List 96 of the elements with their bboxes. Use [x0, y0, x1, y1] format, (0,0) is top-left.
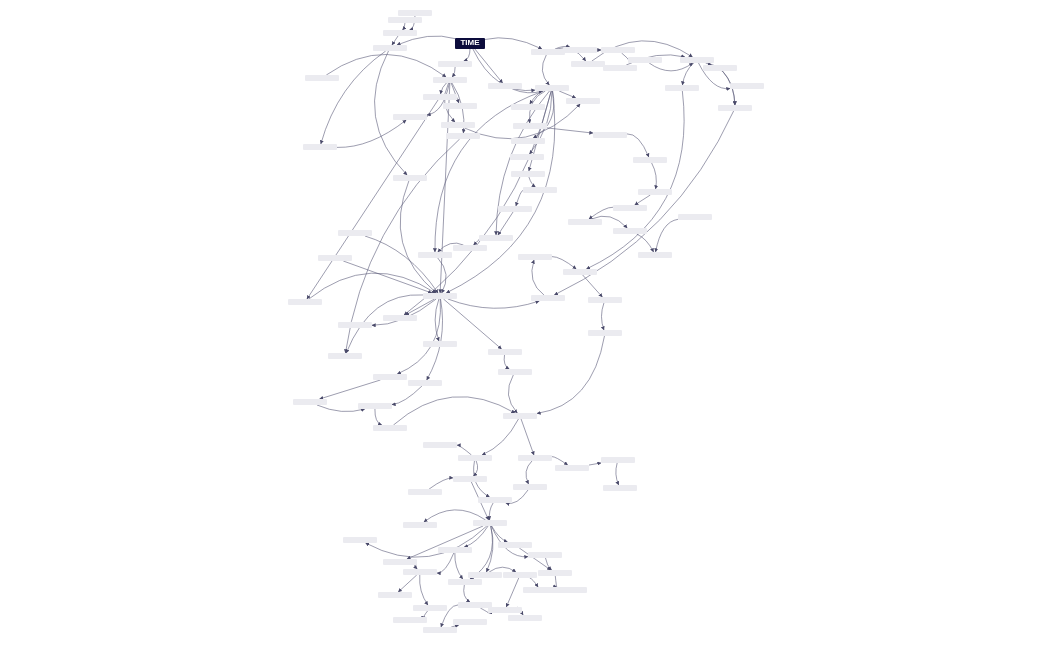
- empty-node-box: [518, 455, 552, 461]
- empty-node-box: [510, 154, 544, 160]
- empty-node-box: [383, 30, 417, 36]
- empty-node-box: [393, 114, 427, 120]
- empty-node-box: [423, 293, 457, 299]
- empty-node-box: [343, 537, 377, 543]
- connector-arrow: [596, 48, 602, 52]
- empty-node-box: [373, 45, 407, 51]
- connector-arrow: [413, 563, 418, 570]
- empty-node-box: [288, 299, 322, 305]
- empty-node-box: [408, 489, 442, 495]
- empty-node-box: [403, 569, 437, 575]
- empty-node-box: [318, 255, 352, 261]
- empty-node-box: [478, 497, 512, 503]
- empty-node-box: [528, 552, 562, 558]
- empty-node-box: [613, 228, 647, 234]
- empty-node-box: [338, 322, 372, 328]
- empty-node-box: [680, 57, 714, 63]
- empty-node-box: [523, 187, 557, 193]
- empty-node-box: [503, 413, 537, 419]
- empty-node-box: [588, 297, 622, 303]
- empty-node-box: [453, 476, 487, 482]
- empty-node-box: [408, 380, 442, 386]
- empty-node-box: [563, 269, 597, 275]
- empty-node-box: [373, 425, 407, 431]
- empty-node-box: [358, 403, 392, 409]
- empty-node-box: [730, 83, 764, 89]
- empty-node-box: [433, 77, 467, 83]
- empty-node-box: [388, 17, 422, 23]
- empty-node-box: [448, 579, 482, 585]
- empty-node-box: [446, 133, 480, 139]
- empty-node-box: [473, 520, 507, 526]
- empty-node-box: [423, 341, 457, 347]
- empty-node-box: [438, 547, 472, 553]
- empty-node-box: [453, 245, 487, 251]
- empty-node-box: [383, 315, 417, 321]
- empty-node-box: [398, 10, 432, 16]
- empty-node-box: [571, 61, 605, 67]
- empty-node-box: [511, 171, 545, 177]
- empty-node-box: [513, 484, 547, 490]
- empty-node-box: [328, 353, 362, 359]
- empty-node-box: [393, 175, 427, 181]
- topic-box: TIME: [455, 37, 485, 49]
- empty-node-box: [703, 65, 737, 71]
- empty-node-box: [488, 607, 522, 613]
- empty-node-box: [511, 104, 545, 110]
- empty-node-box: [633, 157, 667, 163]
- empty-node-box: [628, 57, 662, 63]
- empty-node-box: [638, 189, 672, 195]
- connector-arrow: [705, 61, 712, 66]
- empty-node-box: [393, 617, 427, 623]
- empty-node-box: [601, 47, 635, 53]
- empty-node-box: [593, 132, 627, 138]
- empty-node-box: [498, 206, 532, 212]
- empty-node-box: [511, 138, 545, 144]
- empty-node-box: [603, 485, 637, 491]
- empty-node-box: [555, 465, 589, 471]
- empty-node-box: [531, 295, 565, 301]
- empty-node-box: [665, 85, 699, 91]
- empty-node-box: [488, 349, 522, 355]
- empty-node-box: [603, 65, 637, 71]
- empty-node-box: [383, 559, 417, 565]
- empty-node-box: [479, 235, 513, 241]
- empty-node-box: [498, 542, 532, 548]
- empty-node-box: [588, 330, 622, 336]
- empty-node-box: [413, 605, 447, 611]
- empty-node-box: [566, 98, 600, 104]
- empty-node-box: [458, 455, 492, 461]
- empty-node-box: [373, 374, 407, 380]
- empty-node-box: [453, 619, 487, 625]
- empty-node-box: [613, 205, 647, 211]
- empty-node-box: [305, 75, 339, 81]
- empty-node-box: [338, 230, 372, 236]
- empty-node-box: [508, 615, 542, 621]
- empty-node-box: [568, 219, 602, 225]
- empty-node-box: [488, 83, 522, 89]
- empty-node-box: [678, 214, 712, 220]
- empty-node-box: [498, 369, 532, 375]
- empty-node-box: [423, 94, 457, 100]
- empty-node-box: [303, 144, 337, 150]
- empty-node-box: [423, 442, 457, 448]
- empty-node-box: [443, 103, 477, 109]
- empty-node-box: [535, 85, 569, 91]
- empty-node-box: [458, 602, 492, 608]
- empty-node-box: [423, 627, 457, 633]
- empty-node-box: [418, 252, 452, 258]
- empty-node-box: [718, 105, 752, 111]
- empty-node-box: [438, 61, 472, 67]
- empty-node-box: [441, 122, 475, 128]
- empty-node-box: [638, 252, 672, 258]
- empty-node-box: [601, 457, 635, 463]
- empty-node-box: [518, 254, 552, 260]
- empty-node-box: [378, 592, 412, 598]
- empty-node-box: [293, 399, 327, 405]
- empty-node-box: [513, 123, 547, 129]
- empty-node-box: [403, 522, 437, 528]
